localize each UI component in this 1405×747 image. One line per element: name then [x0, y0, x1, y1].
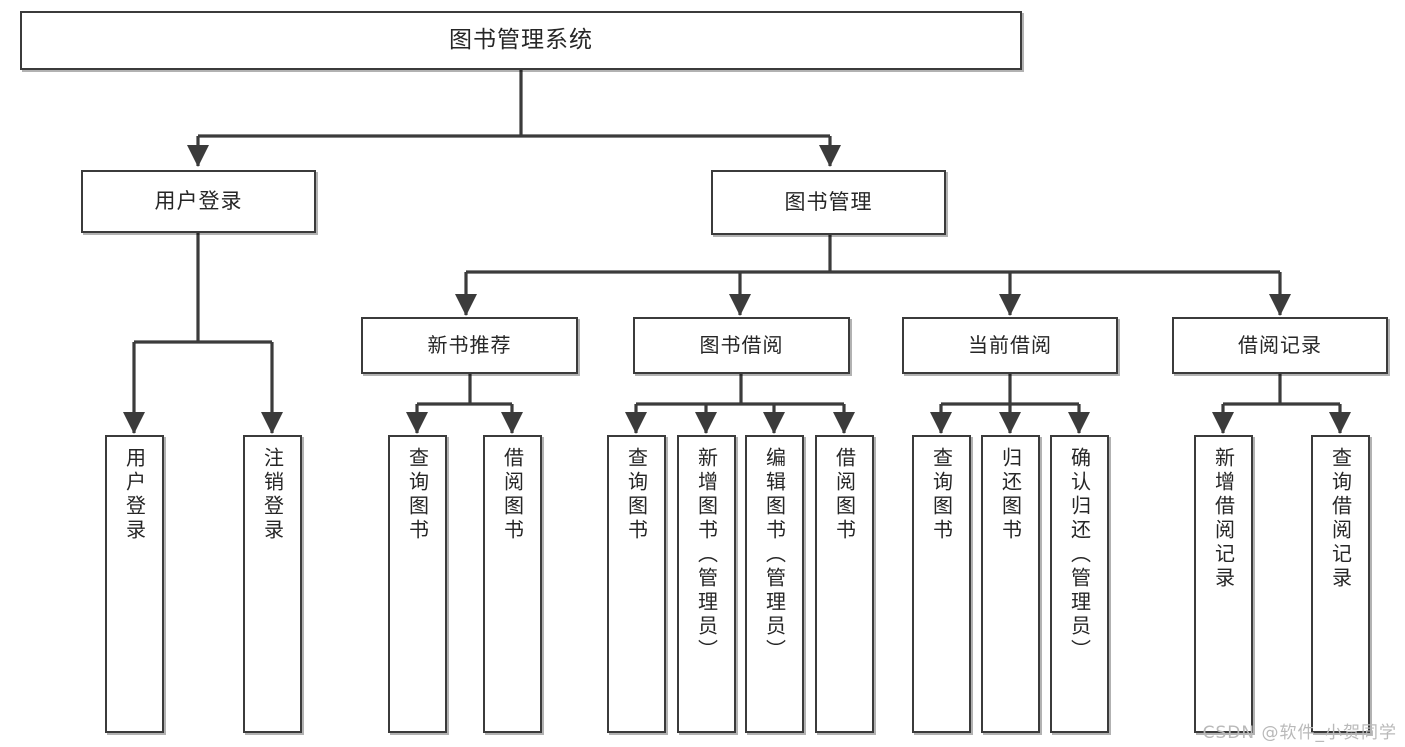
node-label: 图书管理系统: [449, 27, 593, 54]
node-leaf-borrow-book[interactable]: 借阅图书: [815, 435, 874, 733]
node-current-borrow[interactable]: 当前借阅: [902, 317, 1118, 374]
node-leaf-borrow-book-recommend[interactable]: 借阅图书: [483, 435, 542, 733]
node-leaf-query-book-current[interactable]: 查询图书: [912, 435, 971, 733]
node-label: 查询图书: [405, 447, 430, 543]
node-label: 借阅图书: [832, 447, 857, 543]
node-leaf-confirm-return-admin[interactable]: 确认归还（管理员）: [1050, 435, 1109, 733]
node-label: 用户登录: [154, 188, 243, 213]
node-leaf-query-book-borrow[interactable]: 查询图书: [607, 435, 666, 733]
node-label: 查询图书: [624, 447, 649, 543]
node-leaf-add-book-admin[interactable]: 新增图书（管理员）: [677, 435, 736, 733]
node-label: 借阅记录: [1238, 333, 1322, 358]
node-root-book-management-system[interactable]: 图书管理系统: [20, 11, 1022, 70]
node-new-book-recommend[interactable]: 新书推荐: [361, 317, 578, 374]
node-book-borrow[interactable]: 图书借阅: [633, 317, 850, 374]
node-label: 确认归还（管理员）: [1067, 447, 1092, 663]
node-leaf-edit-book-admin[interactable]: 编辑图书（管理员）: [745, 435, 804, 733]
node-label: 借阅图书: [500, 447, 525, 543]
node-label: 归还图书: [998, 447, 1023, 543]
node-label: 当前借阅: [968, 333, 1052, 358]
node-user-login[interactable]: 用户登录: [81, 170, 316, 233]
node-borrow-record[interactable]: 借阅记录: [1172, 317, 1388, 374]
node-label: 图书管理: [784, 189, 873, 214]
node-leaf-query-borrow-record[interactable]: 查询借阅记录: [1311, 435, 1370, 733]
node-label: 用户登录: [122, 447, 147, 543]
node-label: 图书借阅: [699, 333, 784, 358]
node-label: 注销登录: [260, 447, 285, 543]
node-label: 查询借阅记录: [1328, 447, 1353, 591]
node-leaf-query-book-recommend[interactable]: 查询图书: [388, 435, 447, 733]
csdn-watermark: CSDN @软件_小贺同学: [1202, 723, 1397, 743]
node-leaf-user-login[interactable]: 用户登录: [105, 435, 164, 733]
node-label: 新书推荐: [427, 333, 512, 358]
node-book-management[interactable]: 图书管理: [711, 170, 946, 235]
node-leaf-return-book[interactable]: 归还图书: [981, 435, 1040, 733]
node-label: 编辑图书（管理员）: [762, 447, 787, 663]
node-label: 新增借阅记录: [1211, 447, 1236, 591]
node-label: 查询图书: [929, 447, 954, 543]
connector-lines: [123, 70, 1351, 434]
node-leaf-logout-login[interactable]: 注销登录: [243, 435, 302, 733]
node-leaf-add-borrow-record[interactable]: 新增借阅记录: [1194, 435, 1253, 733]
node-label: 新增图书（管理员）: [694, 447, 719, 663]
